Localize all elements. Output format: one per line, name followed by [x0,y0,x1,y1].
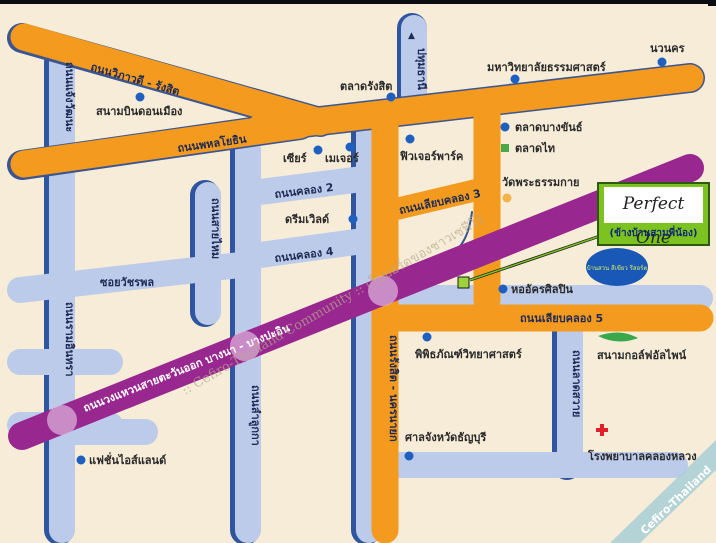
marker-icon [386,92,396,102]
resort-oval [586,248,648,286]
marker-icon [348,214,358,224]
marker-icon [510,74,520,84]
road-label-lamlukka: ถนนลำลูกกา [248,385,262,446]
label-dreamworld: ดรีมเวิลด์ [285,213,329,226]
label-fashion-island: แฟชั่นไอส์แลนด์ [89,452,166,467]
label-donmueang: สนามบินดอนเมือง [96,105,182,118]
label-future-park: ฟิวเจอร์พาร์ค [400,150,464,163]
minor-roads [7,13,713,543]
label-thammasat: มหาวิทยาลัยธรรมศาสตร์ [487,61,606,74]
label-major: เมเจอร์ [325,152,359,165]
label-seer: เซียร์ [283,152,307,165]
marker-icon [500,122,510,132]
place-markers [76,57,667,465]
road-label-chaengwattana: ถนนแจ้งวัฒนะ [63,62,76,132]
marker-icon [405,134,415,144]
callout-caption: (ข้างบ้านสามพี่น้อง) [609,228,698,239]
location-pin-icon [457,276,470,289]
perfect-one-callout: Perfect One (ข้างบ้านสามพี่น้อง) [597,182,710,248]
marker-icon [422,332,432,342]
label-alpine-golf: สนามกอล์ฟอัลไพน์ [597,348,687,362]
market-square-icon [501,144,509,152]
marker-icon [498,284,508,294]
golf-course-icon [598,332,638,342]
label-talad-rangsit: ตลาดรังสิต [340,80,392,93]
marker-icon [404,451,414,461]
road-label-rangsit-nakhonnayok: ถนนรังสิต - นครนายก [387,335,400,442]
resort-label: บ้านสวน สีเขียว รีสอร์ต [587,264,648,272]
major-roads [7,23,714,543]
road-label-watcharaphon: ซอยวัชรพล [100,276,154,289]
marker-icon [313,145,323,155]
label-talad-thai: ตลาดไท [515,141,555,155]
road-label-saimai: ถนนสายไหม [209,198,223,259]
temple-marker-icon [502,193,512,203]
marker-icon [657,57,667,67]
label-dhammakaya: วัดพระธรรมกาย [502,176,579,189]
label-court: ศาลจังหวัดธัญบุรี [405,431,486,445]
road-label-ramintra: ถนนรามอินทรา [63,302,76,377]
label-bangkhan: ตลาดบางขันธ์ [515,121,583,134]
road-label-pathumthani: ปทุมธานี [414,48,428,90]
hospital-cross-icon [596,424,608,436]
label-hospital: โรงพยาบาลคลองหลวง [587,449,697,463]
north-arrow-icon: ▲ [408,31,415,41]
road-label-liap-khlong5: ถนนเลียบคลอง 5 [520,312,603,325]
marker-icon [76,455,86,465]
perfect-one-logo: Perfect One [604,187,703,248]
label-navanakorn: นวนคร [650,42,685,55]
marker-icon [135,92,145,102]
ring-road [8,154,704,450]
marker-icon [345,142,355,152]
label-art-hall: หออัครศิลปิน [511,283,573,296]
label-science-museum: พิพิธภัณฑ์วิทยาศาสตร์ [415,348,522,361]
road-label-latsawai: ถนนลาดสวาย [570,350,583,417]
